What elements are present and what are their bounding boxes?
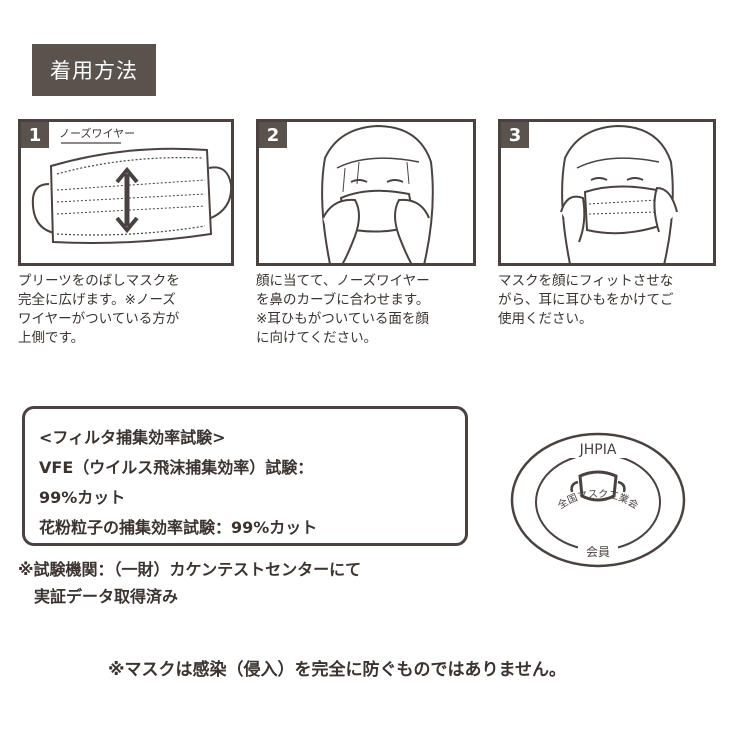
face-hands-icon [321, 124, 434, 263]
step-3-text: マスクを顔にフィットさせな がら、耳に耳ひもをかけてご 使用ください。 [498, 272, 674, 329]
step-2-line: を鼻のカーブに合わせます。 [256, 292, 430, 308]
nose-wire-label: ノーズワイヤー [59, 127, 136, 140]
test-org-line-2: 実証データ取得済み [34, 587, 179, 606]
step-1-line: ワイヤーがついている方が [18, 311, 180, 327]
vfe-label: VFE（ウイルス飛沫捕集効率）試験： [39, 458, 314, 477]
disclaimer: ※マスクは感染（侵入）を完全に防ぐものではありません。 [108, 660, 567, 680]
step-3-number: 3 [501, 122, 529, 148]
step-1-line: 完全に広げます。※ノーズ [18, 292, 176, 308]
seal-top-text: JHPIA [579, 442, 617, 458]
step-1-illustration: 1 ノーズワイヤー [18, 119, 234, 266]
step-2-text: 顔に当てて、ノーズワイヤー を鼻のカーブに合わせます。 ※耳ひもがついている面を… [256, 272, 430, 348]
step-2-illustration: 2 [256, 119, 476, 266]
filter-test-title: <フィルタ捕集効率試験> [39, 428, 226, 447]
mask-icon [31, 142, 231, 244]
step-3-line: がら、耳に耳ひもをかけてご [498, 292, 674, 308]
test-org-line-1: ※試験機関：（一財）カケンテストセンターにて [18, 560, 362, 579]
step-2-line: 顔に当てて、ノーズワイヤー [256, 273, 430, 289]
step-1-number: 1 [21, 122, 49, 148]
step-1-text: プリーツをのばしマスクを 完全に広げます。※ノーズ ワイヤーがついている方が 上… [18, 272, 180, 348]
step-1-line: プリーツをのばしマスクを [18, 273, 180, 289]
step-3-illustration: 3 [498, 119, 716, 266]
seal-bottom-text: 会員 [586, 545, 610, 559]
seal-mask-icon [578, 470, 618, 502]
step-2-number: 2 [259, 122, 287, 148]
step-1-line: 上側です。 [18, 330, 85, 346]
test-organization-note: ※試験機関：（一財）カケンテストセンターにて 実証データ取得済み [18, 556, 361, 610]
filter-test-box: <フィルタ捕集効率試験> VFE（ウイルス飛沫捕集効率）試験： 99%カット 花… [22, 406, 468, 546]
step-2-line: ※耳ひもがついている面を顔 [256, 311, 429, 327]
step-2-line: に向けてください。 [256, 330, 378, 346]
jhpia-seal-icon: JHPIA 全国マスク工業会 会員 [510, 432, 686, 568]
step-3-line: 使用ください。 [498, 311, 593, 327]
vfe-result: 99%カット [39, 488, 126, 507]
wearing-mask-icon [560, 124, 678, 263]
page-heading: 着用方法 [32, 44, 156, 96]
step-3-line: マスクを顔にフィットさせな [498, 273, 674, 289]
pollen-test: 花粉粒子の捕集効率試験：99%カット [39, 518, 318, 537]
